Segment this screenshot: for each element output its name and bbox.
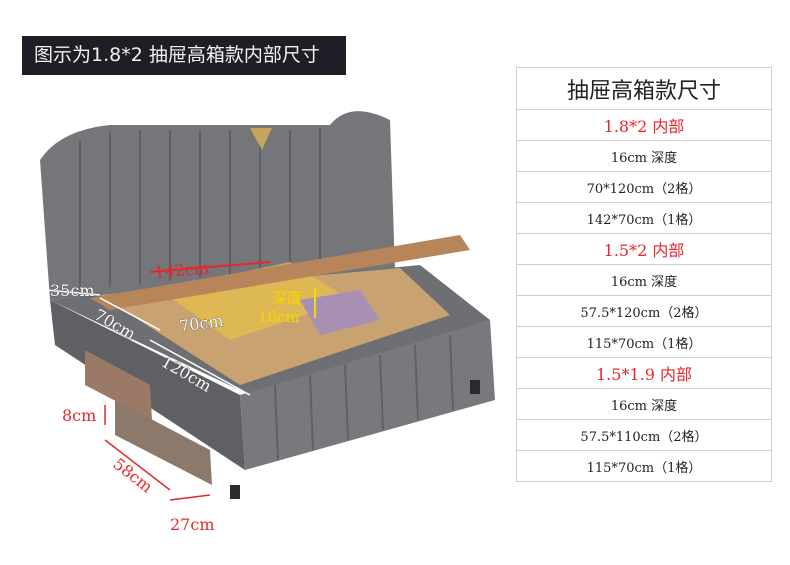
drawer [115,400,212,485]
table-row: 70*120cm（2格） [516,171,772,203]
table-row: 16cm 深度 [516,388,772,420]
table-row: 57.5*110cm（2格） [516,419,772,451]
size-table: 抽屉高箱款尺寸 1.8*2 内部 16cm 深度 70*120cm（2格） 14… [516,67,772,482]
table-row: 1.5*1.9 内部 [516,357,772,389]
table-row: 1.5*2 内部 [516,233,772,265]
table-row: 115*70cm（1格） [516,326,772,358]
depth-label: 深度 [272,289,302,307]
depth-value: 16cm [258,308,300,326]
bed-illustration: 35cm 142cm 70cm 70cm 深度 16cm 120cm 8cm 5… [40,111,495,534]
drawer [85,350,152,420]
table-row: 16cm 深度 [516,264,772,296]
table-row: 115*70cm（1格） [516,450,772,482]
footboard [240,320,495,470]
table-row: 57.5*120cm（2格） [516,295,772,327]
table-title: 抽屉高箱款尺寸 [516,67,772,110]
table-row: 1.8*2 内部 [516,109,772,141]
dim-8cm: 8cm [62,406,96,425]
dim-35cm: 35cm [50,281,95,300]
dim-142cm: 142cm [154,258,210,282]
title-banner: 图示为1.8*2 抽屉高箱款内部尺寸 [22,36,346,75]
headboard [40,111,395,300]
table-row: 142*70cm（1格） [516,202,772,234]
lifted-board [90,235,470,310]
headboard-ornament [250,128,272,150]
dim-27cm: 27cm [170,515,215,534]
table-row: 16cm 深度 [516,140,772,172]
